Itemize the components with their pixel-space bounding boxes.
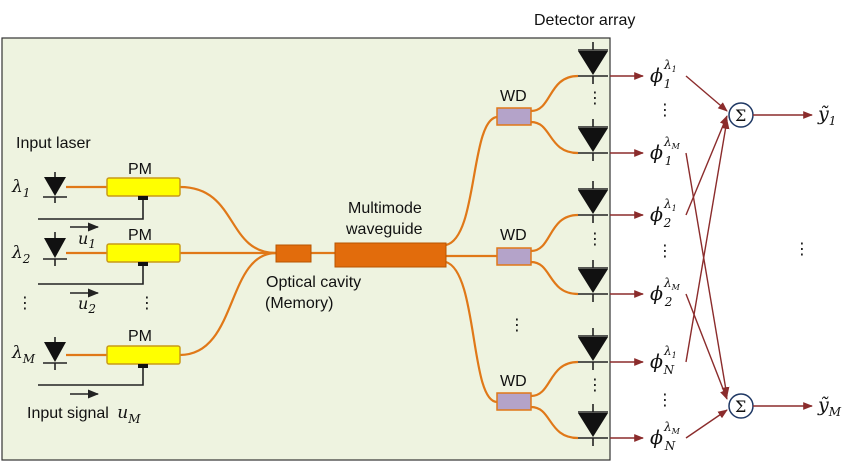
laser-label-1: λ1	[11, 177, 30, 200]
laser-diode-m	[43, 337, 67, 370]
memory-label: (Memory)	[265, 295, 333, 312]
svg-text:Σ: Σ	[735, 106, 746, 125]
optical-cavity-label: Optical cavity	[266, 274, 361, 291]
laser-ellipsis: ⋮	[17, 295, 33, 312]
detector-1-1	[578, 42, 608, 84]
detector-1-m	[578, 119, 608, 161]
summer-connections	[685, 75, 730, 439]
wd-n: WD	[496, 373, 532, 411]
wd-2: WD	[496, 227, 532, 266]
detector-array-label: Detector array	[534, 12, 635, 29]
svg-text:Σ: Σ	[735, 397, 746, 416]
output-label-m: ỹM	[817, 394, 842, 419]
optical-cavity	[275, 244, 312, 263]
signal-label-2: u2	[78, 294, 96, 316]
multimode-waveguide	[334, 242, 447, 268]
svg-text:WD: WD	[500, 373, 527, 390]
detector-n-1	[578, 328, 608, 370]
pm-ellipsis: ⋮	[139, 295, 155, 312]
wd-1: WD	[496, 88, 532, 126]
phi-ellipsis-n: ⋮	[657, 392, 673, 409]
laser-diode-2	[43, 232, 67, 266]
wd-ellipsis: ⋮	[509, 317, 525, 334]
signal-label-1: u1	[78, 229, 96, 251]
input-signal-wire-2	[38, 266, 144, 285]
input-signal-label: Input signal uM	[27, 403, 141, 426]
detector-2-1	[578, 181, 608, 223]
svg-text:PM: PM	[128, 328, 152, 345]
phase-modulator-1: PM	[106, 161, 181, 200]
summer-m: Σ	[728, 393, 754, 419]
photodetectors	[578, 42, 608, 446]
detector-2-m	[578, 260, 608, 302]
phase-modulator-2: PM	[106, 227, 181, 266]
waveguide-label: waveguide	[345, 221, 423, 238]
detector-ellipsis-1: ⋮	[587, 90, 603, 107]
summer-1: Σ	[728, 102, 754, 128]
output-label-1: ỹ1	[817, 103, 836, 128]
laser-diode-1	[43, 172, 67, 203]
phi-ellipsis-1: ⋮	[657, 102, 673, 119]
svg-text:WD: WD	[500, 227, 527, 244]
detector-n-m	[578, 404, 608, 446]
output-ellipsis: ⋮	[794, 241, 810, 258]
svg-text:WD: WD	[500, 88, 527, 105]
detector-ellipsis-2: ⋮	[587, 231, 603, 248]
laser-label-m: λM	[11, 343, 36, 366]
phase-modulator-m: PM	[106, 328, 181, 368]
input-signal-wire-1	[38, 200, 144, 220]
svg-text:PM: PM	[128, 161, 152, 178]
detector-ellipsis-n: ⋮	[587, 377, 603, 394]
laser-label-2: λ2	[11, 243, 30, 266]
phi-ellipsis-2: ⋮	[657, 243, 673, 260]
multimode-label: Multimode	[348, 200, 422, 217]
svg-text:PM: PM	[128, 227, 152, 244]
input-laser-label: Input laser	[16, 135, 91, 152]
detector-output-arrows	[610, 72, 644, 442]
input-signal-wire-m	[38, 368, 144, 386]
optical-fibers	[66, 74, 579, 440]
